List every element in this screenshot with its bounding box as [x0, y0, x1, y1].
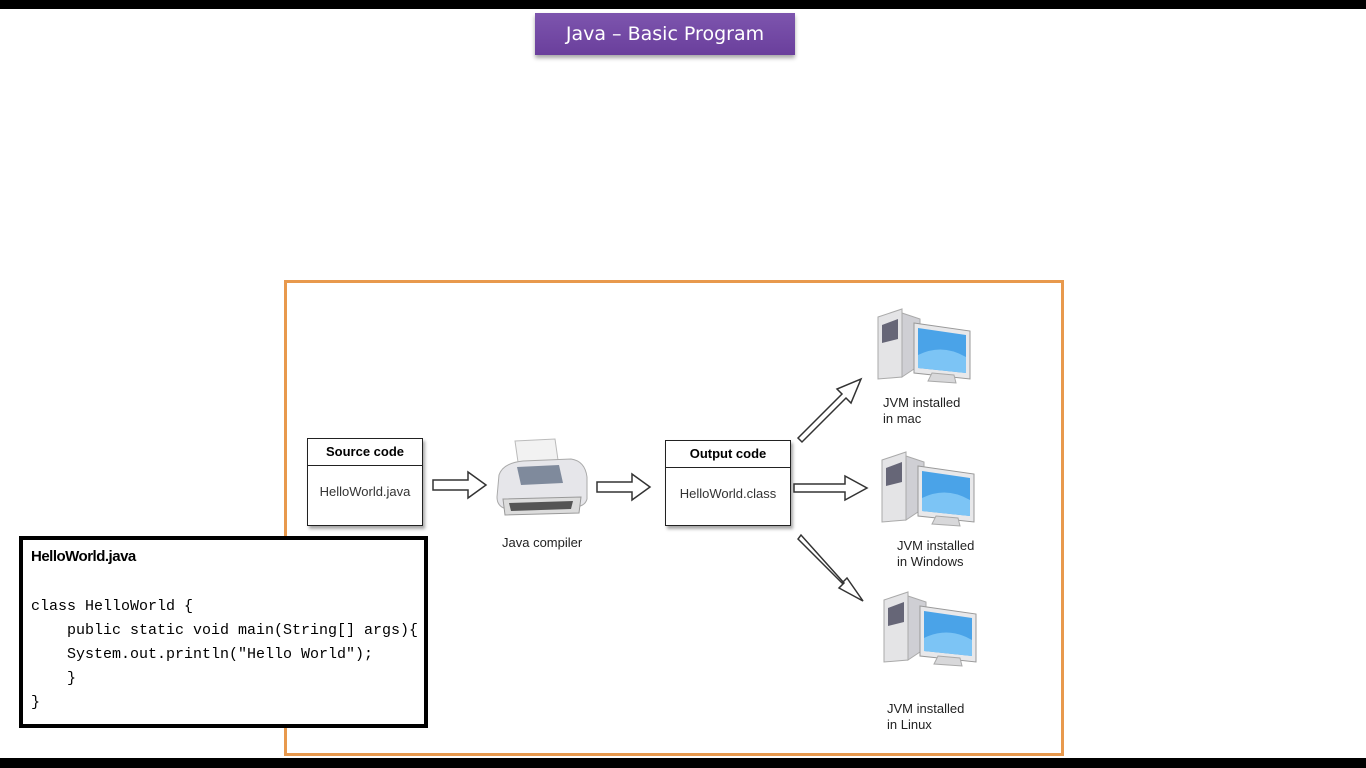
code-block: class HelloWorld { public static void ma…: [31, 595, 418, 715]
arrow-to-mac-icon: [796, 377, 863, 444]
printer-icon: [496, 438, 588, 516]
slide-title: Java – Basic Program: [535, 13, 795, 55]
target-windows-label: JVM installed in Windows: [897, 538, 975, 569]
source-code-filename: HelloWorld.java: [319, 484, 411, 499]
arrow-to-output-icon: [596, 472, 652, 502]
computer-icon: [877, 308, 971, 384]
source-code-header: Source code: [308, 439, 422, 466]
code-line: System.out.println("Hello World");: [31, 646, 374, 663]
arrow-to-linux-icon: [797, 533, 864, 602]
arrow-to-compiler-icon: [432, 470, 488, 500]
code-line: }: [31, 670, 77, 687]
code-line: class HelloWorld {: [31, 598, 194, 615]
target-mac-label: JVM installed in mac: [883, 395, 961, 426]
output-code-filename: HelloWorld.class: [679, 486, 777, 501]
computer-icon: [881, 451, 975, 527]
output-code-header: Output code: [666, 441, 790, 468]
bottom-bar: [0, 758, 1366, 768]
target-linux-label: JVM installed in Linux: [887, 701, 965, 732]
compiler-label: Java compiler: [502, 535, 583, 550]
top-bar: [0, 0, 1366, 9]
code-panel: HelloWorld.java class HelloWorld { publi…: [19, 536, 428, 728]
output-code-box: Output code HelloWorld.class: [665, 440, 791, 526]
computer-icon: [883, 591, 977, 667]
code-line: public static void main(String[] args){: [31, 622, 419, 639]
code-line: }: [31, 694, 41, 711]
source-code-box: Source code HelloWorld.java: [307, 438, 423, 526]
code-filename: HelloWorld.java: [31, 548, 136, 565]
diagram-frame: [284, 280, 1064, 756]
arrow-to-windows-icon: [793, 474, 869, 502]
